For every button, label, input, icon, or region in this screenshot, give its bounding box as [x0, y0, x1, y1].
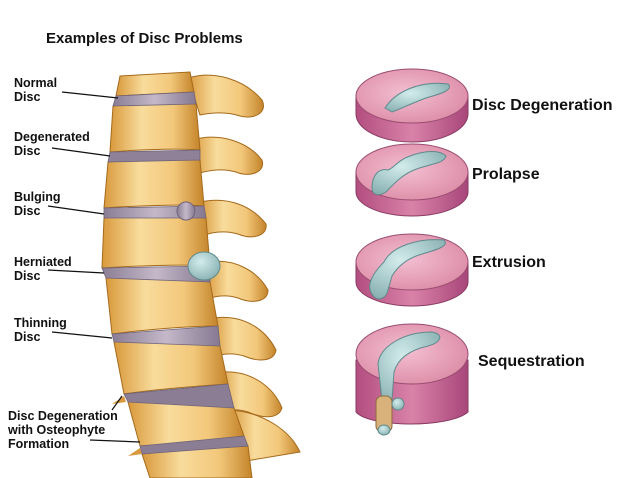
leader-lines [47, 91, 141, 443]
extrusion-disc-icon [355, 233, 469, 307]
label-stage-degeneration: Disc Degeneration [472, 97, 613, 114]
label-stage-sequestration: Sequestration [478, 353, 585, 370]
label-stage-prolapse: Prolapse [472, 166, 540, 183]
sequestration-disc-icon [355, 323, 469, 436]
spine-column [101, 71, 301, 478]
disc-degeneration-icon [355, 68, 469, 143]
label-stage-extrusion: Extrusion [472, 254, 546, 271]
page-title: Examples of Disc Problems [46, 30, 243, 47]
prolapse-disc-icon [355, 143, 469, 217]
